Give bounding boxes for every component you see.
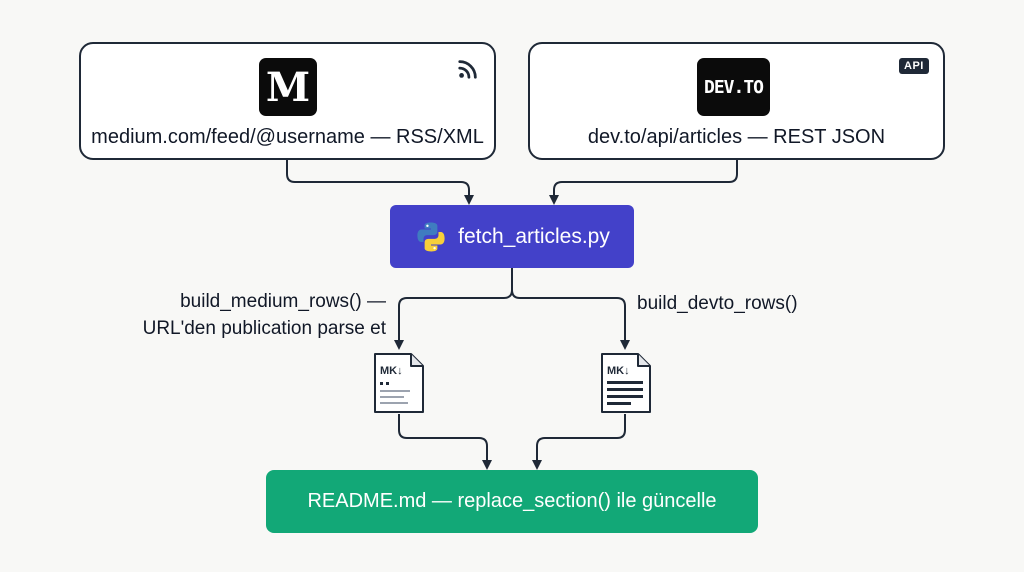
arrow-medium-md-to-readme	[398, 414, 492, 470]
medium-rows-label: build_medium_rows() — URL'den publicatio…	[143, 288, 386, 342]
medium-logo: M	[259, 58, 317, 116]
arrow-medium-to-script	[286, 160, 474, 205]
python-icon	[417, 222, 445, 251]
arrow-script-to-devto-md	[511, 268, 630, 350]
arrow-script-to-medium-md	[394, 268, 513, 350]
devto-markdown-file-icon: MK↓	[601, 353, 651, 413]
fetch-articles-script-box: fetch_articles.py	[390, 205, 634, 268]
devto-md-badge: MK↓	[607, 365, 630, 377]
rss-icon	[458, 60, 477, 79]
medium-md-badge: MK↓	[380, 365, 403, 377]
devto-logo: DEV.TO	[697, 58, 770, 116]
arrow-devto-to-script	[549, 160, 738, 205]
devto-rows-label: build_devto_rows()	[637, 293, 798, 314]
api-badge: API	[899, 58, 929, 74]
medium-markdown-file-icon: MK↓	[374, 353, 424, 413]
medium-rows-label-line2: URL'den publication parse et	[142, 318, 386, 339]
medium-source-label: medium.com/feed/@username — RSS/XML	[91, 126, 484, 148]
arrow-devto-md-to-readme	[532, 414, 626, 470]
devto-source-box: DEV.TO API dev.to/api/articles — REST JS…	[528, 42, 945, 160]
script-label: fetch_articles.py	[458, 224, 610, 248]
medium-rows-label-line1: build_medium_rows() —	[180, 291, 386, 312]
readme-label: README.md — replace_section() ile güncel…	[307, 490, 717, 512]
medium-source-box: M medium.com/feed/@username — RSS/XML	[79, 42, 496, 160]
devto-source-label: dev.to/api/articles — REST JSON	[587, 126, 886, 148]
readme-update-box: README.md — replace_section() ile güncel…	[266, 470, 758, 533]
